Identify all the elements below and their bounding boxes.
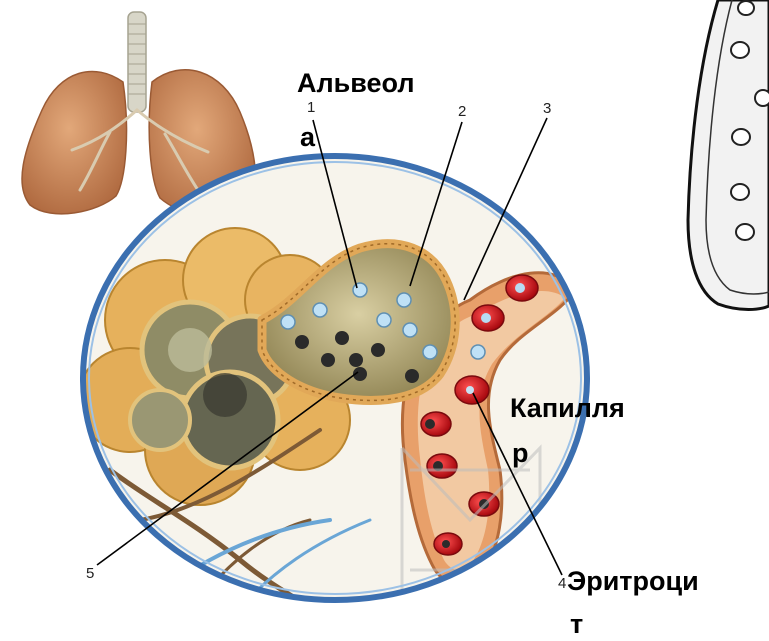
trachea (128, 12, 146, 112)
label-capillary-line1: Капилля (510, 392, 625, 425)
callout-number-5: 5 (86, 566, 94, 582)
tissue-fragment (688, 0, 769, 310)
label-capillary-line2: р (512, 437, 529, 470)
label-erythrocyte-line2: т (570, 608, 583, 641)
label-erythrocyte-line1: Эритроци (567, 565, 699, 598)
label-alveola-line2: а (300, 121, 315, 154)
label-alveola-line1: Альвеол (297, 67, 414, 100)
callout-number-3: 3 (543, 101, 551, 117)
callout-number-4: 4 (558, 576, 566, 592)
left-lung (22, 71, 127, 213)
callout-number-1: 1 (307, 100, 315, 116)
callout-number-2: 2 (458, 104, 466, 120)
